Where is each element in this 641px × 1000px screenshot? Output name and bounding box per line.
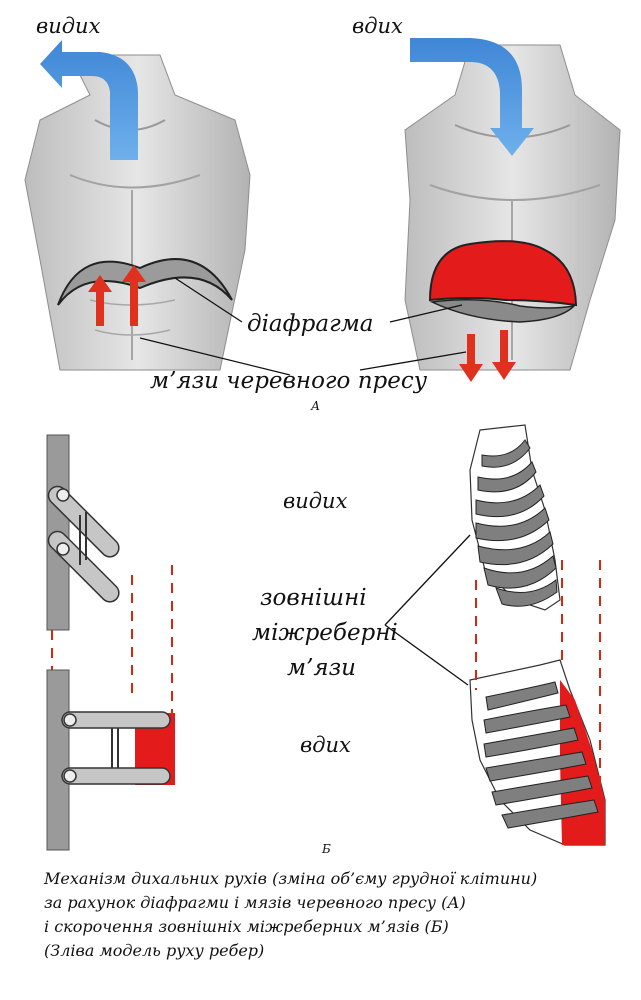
label-muscles-line2: міжреберні xyxy=(252,620,398,646)
diaphragm-relaxed xyxy=(57,258,233,306)
caption-line-1: Механізм дихальних рухів (зміна об’єму г… xyxy=(44,869,538,888)
label-exhale-a: видих xyxy=(36,14,101,38)
caption-line-2: за рахунок діафрагми і мязів черевного п… xyxy=(44,893,466,912)
diaphragm-contracted xyxy=(428,240,578,307)
label-muscles-line3: м’язи xyxy=(287,655,356,681)
inhale-airflow-arrow xyxy=(410,38,534,156)
leader-lines-a xyxy=(139,277,467,376)
rib-model-exhale xyxy=(46,434,120,631)
panel-letter-a: А xyxy=(311,399,321,413)
rib-model-inhale xyxy=(46,669,175,851)
label-muscles-line1: зовнішні xyxy=(260,585,367,611)
abdominal-push-arrows xyxy=(88,265,146,326)
panel-letter-b: Б xyxy=(322,842,331,856)
rib-model-guides xyxy=(51,565,173,715)
label-abdominal-muscles: м’язи черевного пресу xyxy=(150,368,428,394)
exhale-airflow-arrow xyxy=(40,40,138,160)
label-exhale-b: видих xyxy=(283,489,348,513)
ribcage-guides xyxy=(475,560,601,790)
ribcage-exhale xyxy=(469,424,561,611)
label-inhale-b: вдих xyxy=(300,733,351,757)
caption-line-3: і скорочення зовнішніх міжреберних м’язі… xyxy=(44,917,449,936)
label-inhale-a: вдих xyxy=(352,14,403,38)
label-diaphragm: діафрагма xyxy=(247,311,374,337)
diaphragm-lower-edge xyxy=(429,299,577,323)
ribcage-inhale xyxy=(469,659,606,846)
abdominal-relax-arrows xyxy=(459,330,516,382)
leader-lines-b xyxy=(384,534,471,686)
figure-caption: Механізм дихальних рухів (зміна об’єму г… xyxy=(44,867,634,963)
caption-line-4: (Зліва модель руху ребер) xyxy=(44,941,265,960)
